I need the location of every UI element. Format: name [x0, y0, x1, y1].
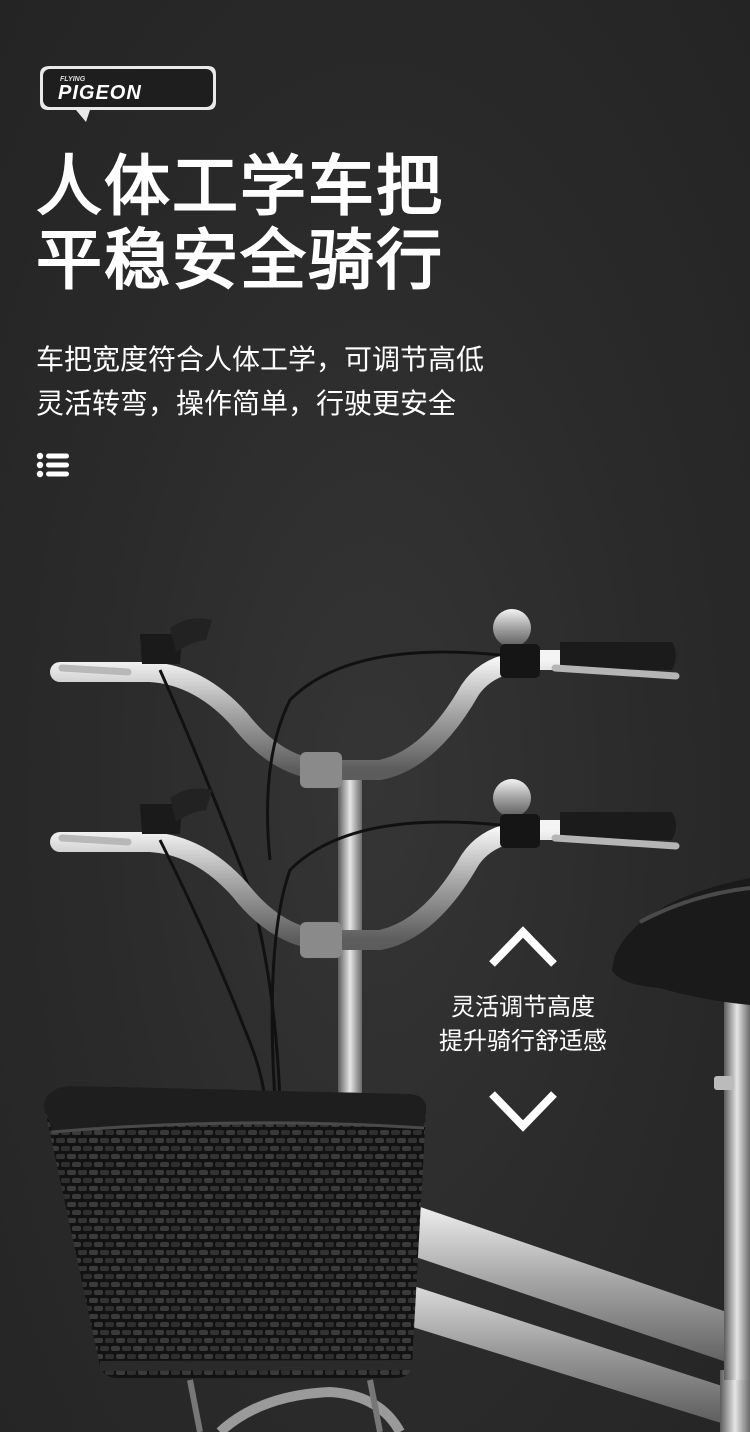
height-adjust-line-2: 提升骑行舒适感 — [439, 1027, 607, 1055]
handlebar-low — [50, 779, 680, 1101]
height-adjust-line-1: 灵活调节高度 — [451, 993, 595, 1021]
chevron-up-icon — [489, 926, 557, 967]
description-line-2: 灵活转弯，操作简单，行驶更安全 — [36, 387, 457, 420]
bike-saddle — [612, 878, 750, 1380]
description: 车把宽度符合人体工学，可调节高低 灵活转弯，操作简单，行驶更安全 — [36, 338, 484, 426]
height-adjust-caption: 灵活调节高度 提升骑行舒适感 — [420, 990, 626, 1058]
front-basket — [44, 1086, 427, 1378]
logo-main-text: PIGEON — [58, 82, 142, 104]
headline: 人体工学车把 平稳安全骑行 — [36, 150, 444, 298]
headline-line-2: 平稳安全骑行 — [36, 222, 444, 299]
logo-small-text: FLYING — [60, 76, 86, 83]
menu-icon — [36, 452, 70, 478]
front-wheel — [187, 1379, 405, 1432]
headline-line-1: 人体工学车把 — [36, 148, 444, 225]
bike-frame — [390, 1200, 750, 1432]
brand-logo: FLYING PIGEON — [40, 66, 216, 122]
bicycle-illustration — [44, 609, 750, 1432]
description-line-1: 车把宽度符合人体工学，可调节高低 — [36, 343, 485, 376]
chevron-down-icon — [489, 1091, 557, 1132]
